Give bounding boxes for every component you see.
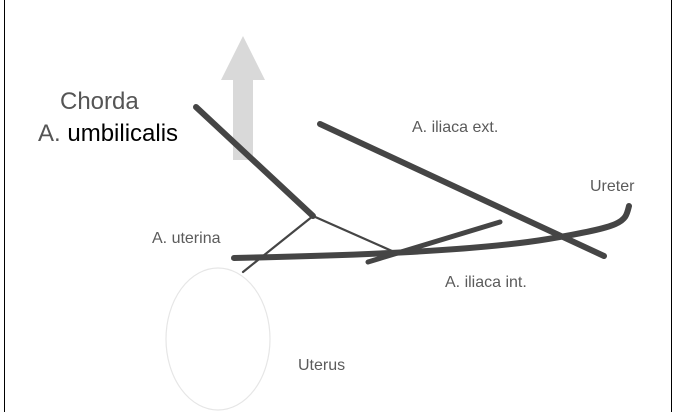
label-ureter: Ureter <box>590 179 634 195</box>
label-uterina: A. uterina <box>152 231 220 247</box>
connecting-branch <box>313 216 392 251</box>
label-uterus: Uterus <box>298 358 345 374</box>
upward-arrow <box>221 36 265 160</box>
umbilical-artery-line <box>196 107 313 216</box>
label-umbilicalis: umbilicalis <box>67 120 178 147</box>
label-a-prefix: A. <box>38 120 61 147</box>
internal-iliac-artery-line <box>368 222 500 262</box>
uterus-outline <box>166 268 270 410</box>
label-iliaca-int: A. iliaca int. <box>445 275 527 291</box>
label-chorda: Chorda <box>60 90 139 114</box>
uterine-artery-branch <box>243 216 313 272</box>
label-iliaca-ext: A. iliaca ext. <box>412 120 498 136</box>
label-a-umbilicalis: A. umbilicalis <box>38 122 178 146</box>
